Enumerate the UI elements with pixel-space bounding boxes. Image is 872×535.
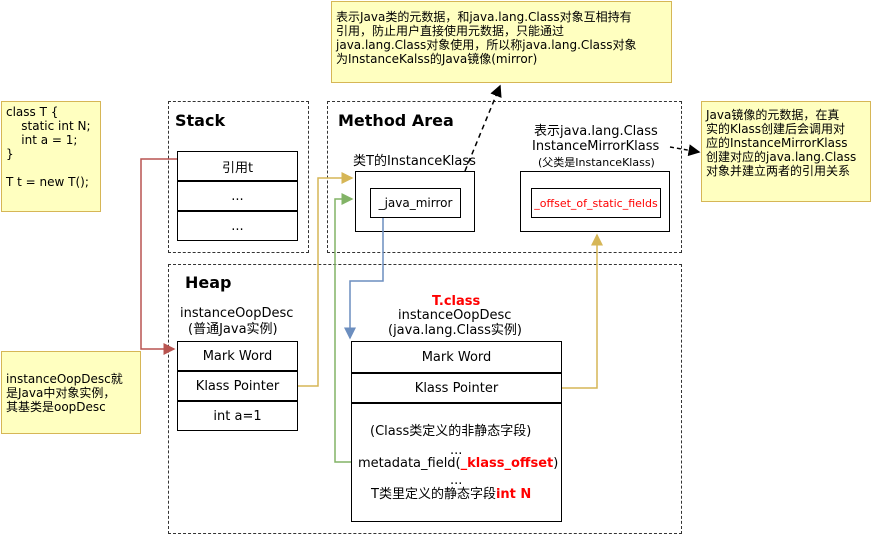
method-area-title: Method Area: [338, 111, 454, 130]
oop-description-note: instanceOopDesc就 是Java中对象实例， 其基类是oopDesc: [1, 351, 141, 434]
object-klass-pointer: Klass Pointer: [177, 371, 298, 401]
mirror-klass-description-note: Java镜像的元数据，在真 实的Klass创建后会调用对 应的InstanceM…: [701, 101, 871, 202]
heap-title: Heap: [185, 273, 232, 292]
mirror-klass-note-arrow: [669, 144, 701, 157]
klass-offset-arrow: [334, 193, 354, 463]
stack-region: [168, 101, 309, 253]
offset-of-static-fields-field: _offset_of_static_fields: [531, 188, 661, 218]
mirror-klass-label-1: 表示java.lang.Class: [534, 124, 658, 139]
object-mark-word: Mark Word: [177, 341, 298, 371]
java-mirror-field: _java_mirror: [370, 188, 461, 218]
mirror-klass-label-3: (父类是InstanceKlass): [538, 156, 655, 169]
object-label-1: instanceOopDesc: [180, 306, 294, 321]
class-code-note: class T { static int N; int a = 1; } T t…: [1, 101, 101, 212]
class-klass-pointer-arrow: [562, 233, 603, 389]
instance-klass-label: 类T的InstanceKlass: [353, 154, 476, 169]
class-object-klass-pointer: Klass Pointer: [351, 373, 562, 403]
class-object-dots-2: ...: [450, 473, 463, 488]
method-area-region: [327, 101, 682, 253]
class-object-label-1: instanceOopDesc: [398, 308, 512, 323]
instance-klass-note-arrow: [464, 84, 502, 172]
klass-offset-text: _klass_offset: [460, 456, 554, 471]
ref-t-to-object-arrow: [140, 158, 177, 355]
class-object-metadata-field: metadata_field(_klass_offset): [358, 456, 558, 471]
stack-cell: ...: [177, 181, 298, 211]
class-object-nonstatic-fields: (Class类定义的非静态字段): [370, 424, 532, 439]
heap-region: [168, 264, 682, 534]
object-field-a: int a=1: [177, 401, 298, 431]
static-field-prefix: T类里定义的静态字段: [371, 487, 496, 502]
static-field-int-n: int N: [495, 487, 532, 502]
metadata-field-suffix: ): [553, 456, 559, 471]
class-object-fields-box: [351, 403, 562, 522]
class-object-dots-1: ...: [450, 443, 463, 458]
stack-title: Stack: [175, 111, 226, 130]
object-label-2: (普通Java实例): [188, 322, 278, 337]
java-mirror-arrow: [344, 218, 384, 340]
class-object-mark-word: Mark Word: [351, 341, 562, 373]
stack-cell: ...: [177, 211, 298, 241]
mirror-description-note: 表示Java类的元数据，和java.lang.Class对象互相持有 引用，防止…: [331, 1, 672, 83]
stack-cell-ref-t: 引用t: [177, 151, 298, 181]
metadata-field-prefix: metadata_field(: [358, 456, 461, 471]
object-klass-pointer-arrow: [298, 172, 354, 387]
mirror-klass-label-2: InstanceMirrorKlass: [532, 139, 660, 154]
class-object-label-2: (java.lang.Class实例): [388, 323, 522, 338]
class-object-title: T.class: [432, 294, 481, 309]
class-object-static-field: T类里定义的静态字段int N: [371, 487, 531, 502]
